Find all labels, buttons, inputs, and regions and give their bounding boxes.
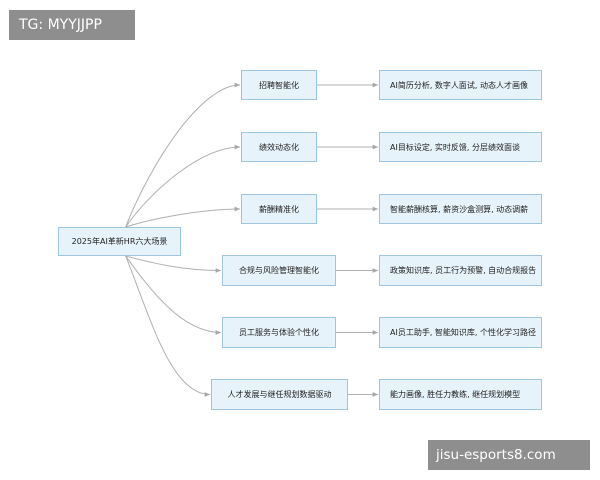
branch-node-recruiting: 招聘智能化 [241,70,317,100]
connector-root-compensation [125,206,241,228]
detail-node-talent-development: 能力画像, 胜任力教练, 继任规划模型 [379,379,542,410]
detail-node-recruiting: AI简历分析, 数字人面试, 动态人才画像 [379,70,542,100]
detail-node-performance: AI目标设定, 实时反馈, 分层绩效面谈 [379,132,542,162]
detail-node-employee-service: AI员工助手, 智能知识库, 个性化学习路径 [379,317,542,348]
connector-root-recruiting [125,82,241,228]
branch-node-performance: 绩效动态化 [241,132,317,162]
detail-node-compensation: 智能薪酬核算, 薪资沙盒测算, 动态调薪 [379,194,542,224]
branch-node-compliance: 合规与风险管理智能化 [222,255,336,286]
watermark-bottom-right: jisu-esports8.com [428,440,590,470]
branch-node-compensation: 薪酬精准化 [241,194,317,224]
connector-root-compliance [125,255,222,273]
root-node: 2025年AI革新HR六大场景 [58,227,181,256]
connector-root-performance [125,144,241,228]
connector-root-talent-development [125,255,211,397]
detail-node-compliance: 政策知识库, 员工行为预警, 自动合规报告 [379,255,542,286]
connector-root-employee-service [125,255,222,335]
branch-node-employee-service: 员工服务与体验个性化 [222,317,336,348]
watermark-top-left: TG: MYYJJPP [9,10,135,40]
branch-node-talent-development: 人才发展与继任规划数据驱动 [211,379,348,410]
